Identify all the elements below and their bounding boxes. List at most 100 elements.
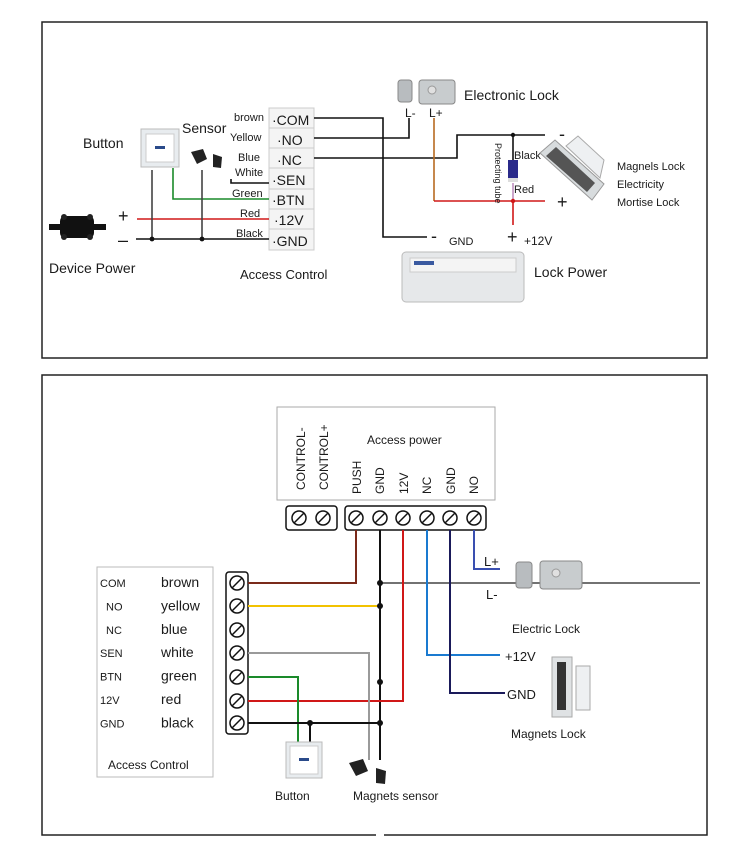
device-power-minus: – — [118, 230, 128, 250]
access-power-box — [276, 406, 496, 501]
magnets-sensor-icon — [349, 759, 386, 784]
top-button-icon — [140, 128, 180, 168]
protecting-tube-diode-icon — [508, 160, 518, 180]
magnets-lock-12v: +12V — [505, 649, 536, 664]
top-button-label: Button — [83, 135, 123, 151]
screw-slot — [468, 512, 480, 524]
lock-power-12v: +12V — [524, 234, 552, 248]
wire-label-yellow: Yellow — [230, 132, 261, 144]
top-right-wires — [314, 117, 545, 238]
bottom-button-icon — [285, 741, 323, 779]
lock-power-minus: - — [431, 226, 437, 246]
wire-label-red: Red — [240, 208, 260, 220]
protecting-tube-red: Red — [514, 184, 534, 196]
magnets-sensor-label: Magnets sensor — [353, 789, 438, 803]
terminal-sen: ·SEN — [272, 172, 305, 188]
magnets-lock-plus: + — [557, 192, 568, 212]
access-control-table — [96, 566, 214, 778]
bottom-electric-lock-icon — [515, 560, 583, 590]
ap-gnd1-label: GND — [373, 467, 387, 494]
device-power-label: Device Power — [49, 260, 136, 276]
screw-slot — [231, 600, 243, 612]
bottom-junctions — [307, 580, 383, 726]
ap-no-label: NO — [467, 476, 481, 494]
screw-slot — [421, 512, 433, 524]
lock-power-plus: + — [507, 227, 518, 247]
ac-wire-color-label: yellow — [161, 597, 201, 613]
protecting-tube-black: Black — [514, 150, 541, 162]
wire-label-green: Green — [232, 188, 263, 200]
top-access-control-block — [268, 107, 315, 251]
screw-slot — [231, 695, 243, 707]
top-screw-terminals — [291, 510, 482, 526]
control-minus-label: CONTROL- — [294, 427, 308, 490]
terminal-nc: ·NC — [277, 152, 302, 168]
terminal-12v: ·12V — [274, 212, 304, 228]
top-access-control-label: Access Control — [240, 267, 328, 282]
wire-label-white: White — [235, 167, 263, 179]
screw-slot — [444, 512, 456, 524]
ap-12v-label: 12V — [397, 473, 411, 494]
ac-wire-color-label: black — [161, 714, 195, 730]
screw-slot — [350, 512, 362, 524]
top-panel-border — [41, 21, 708, 359]
terminal-btn: ·BTN — [272, 192, 305, 208]
screw-slot — [231, 624, 243, 636]
ac-terminal-label: 12V — [100, 695, 120, 707]
control-plus-label: CONTROL+ — [317, 424, 331, 490]
screw-slot — [374, 512, 386, 524]
ac-terminal-label: COM — [100, 578, 126, 590]
top-magnets-lock-icon — [539, 135, 605, 201]
access-power-terminal-block — [344, 505, 487, 531]
wire-label-black: Black — [236, 228, 263, 240]
ac-terminal-label: NC — [106, 625, 122, 637]
top-electronic-lock-icon — [397, 79, 456, 105]
terminal-gnd: ·GND — [272, 233, 308, 249]
electronic-lock-l-minus: L- — [405, 106, 416, 120]
access-power-label: Access power — [367, 433, 442, 447]
electric-lock-label: Electric Lock — [512, 622, 581, 636]
top-sensor-label: Sensor — [182, 120, 227, 136]
ac-wire-color-label: red — [161, 691, 181, 707]
wire-label-blue: Blue — [238, 152, 260, 164]
wire-mask — [376, 760, 384, 853]
left-screw-terminals — [229, 575, 245, 731]
junction-dot — [199, 236, 205, 242]
magnets-lock-line3: Mortise Lock — [617, 197, 680, 209]
ac-terminal-label: BTN — [100, 672, 122, 684]
electronic-lock-label: Electronic Lock — [464, 87, 560, 103]
ac-terminal-label: NO — [106, 601, 123, 613]
terminal-com: ·COM — [272, 112, 309, 128]
protecting-tube-label: Protecting tube — [493, 143, 503, 204]
lock-power-gnd: GND — [449, 236, 474, 248]
junction-dot — [510, 198, 516, 204]
electric-lock-l-plus: L+ — [484, 554, 499, 569]
magnets-lock-label: Magnets Lock — [511, 727, 587, 741]
electronic-lock-l-plus: L+ — [429, 106, 443, 120]
magnets-lock-gnd: GND — [507, 687, 536, 702]
device-power-icon — [49, 214, 106, 240]
screw-slot — [231, 717, 243, 729]
magnets-lock-line1: Magnels Lock — [617, 161, 685, 173]
screw-slot — [231, 647, 243, 659]
screw-slot — [231, 671, 243, 683]
terminal-no: ·NO — [277, 132, 303, 148]
ap-gnd2-label: GND — [444, 467, 458, 494]
wire-label-brown: brown — [234, 112, 264, 124]
bottom-magnets-lock-icon — [551, 656, 591, 718]
bottom-button-label: Button — [275, 789, 310, 803]
diode-band — [508, 178, 518, 182]
device-power-plus: + — [118, 206, 129, 226]
electric-lock-l-minus: L- — [486, 587, 498, 602]
ac-wire-color-label: brown — [161, 574, 199, 590]
junction-dot — [149, 236, 155, 242]
junction-dot — [510, 132, 516, 138]
ac-terminal-label: GND — [100, 718, 125, 730]
screw-slot — [293, 512, 305, 524]
ap-push-label: PUSH — [350, 461, 364, 494]
ac-wire-color-label: white — [160, 644, 194, 660]
screw-slot — [317, 512, 329, 524]
top-sensor-icon — [191, 149, 222, 168]
